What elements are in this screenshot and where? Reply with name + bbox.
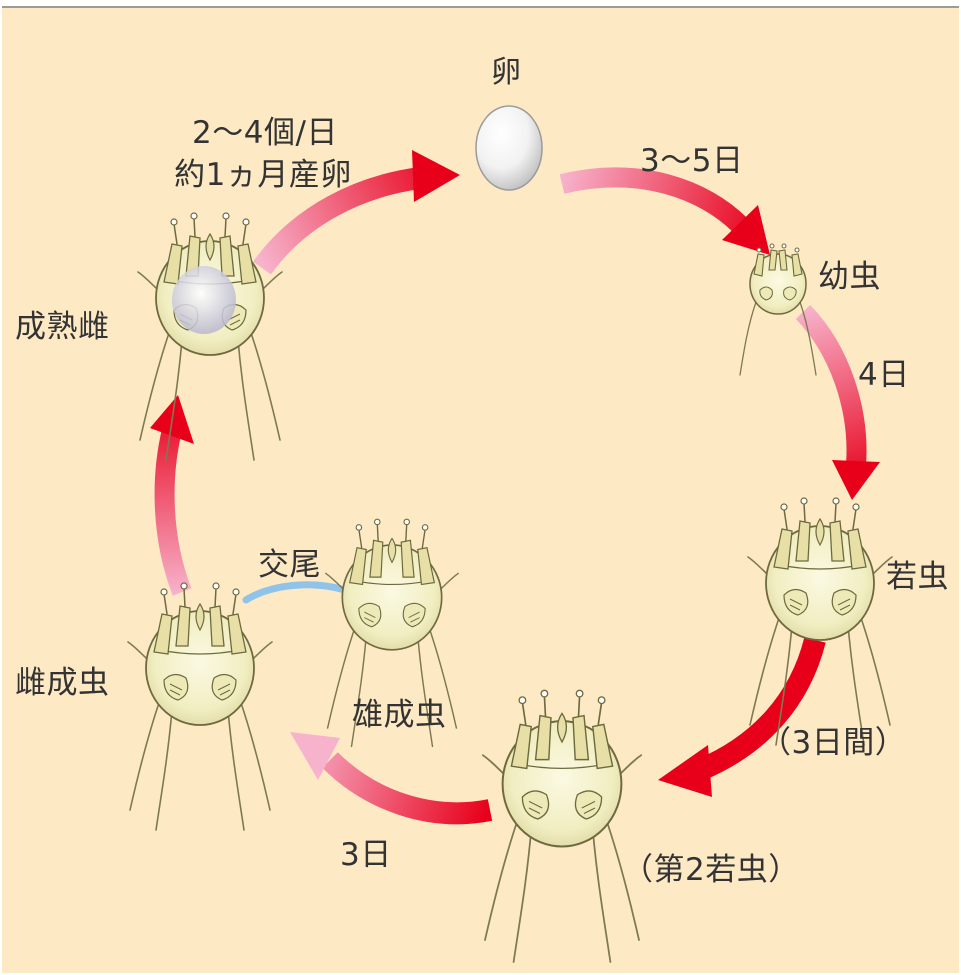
second-nymph-label: （第2若虫）: [622, 852, 800, 888]
larva-label: 幼虫: [818, 259, 881, 295]
larva-mite-icon: [739, 243, 817, 376]
mature-female-mite-icon: [137, 212, 283, 461]
second-nymph-mite-icon: [481, 689, 643, 963]
arrow-nymph-to-second-nymph: [658, 637, 826, 797]
male-adult-label: 雄成虫: [352, 697, 447, 733]
egg-label: 卵: [491, 55, 522, 90]
arrow-second-nymph-to-female: [290, 732, 493, 825]
egg-to-larva-duration-label: 3～5日: [640, 143, 744, 179]
arrow-larva-to-nymph: [795, 305, 880, 500]
arrow-mature-to-egg: [253, 150, 460, 275]
nymph-duration-note-label: （3日間）: [760, 725, 907, 761]
egg-icon: [475, 105, 543, 191]
nymph-label: 若虫: [886, 559, 949, 595]
mature-female-label: 成熟雌: [15, 309, 110, 345]
mating-label: 交尾: [258, 547, 321, 583]
larva-to-nymph-duration-label: 4日: [858, 357, 910, 393]
arrow-egg-to-larva: [559, 167, 770, 255]
female-adult-label: 雌成虫: [15, 665, 110, 701]
egg-laying-rate-label: 2～4個/日: [192, 115, 338, 151]
egg-laying-period-label: 約1ヵ月産卵: [174, 157, 352, 193]
mating-line: [242, 581, 349, 604]
female-adult-mite-icon: [127, 582, 273, 831]
second-nymph-to-adult-duration-label: 3日: [340, 837, 392, 873]
